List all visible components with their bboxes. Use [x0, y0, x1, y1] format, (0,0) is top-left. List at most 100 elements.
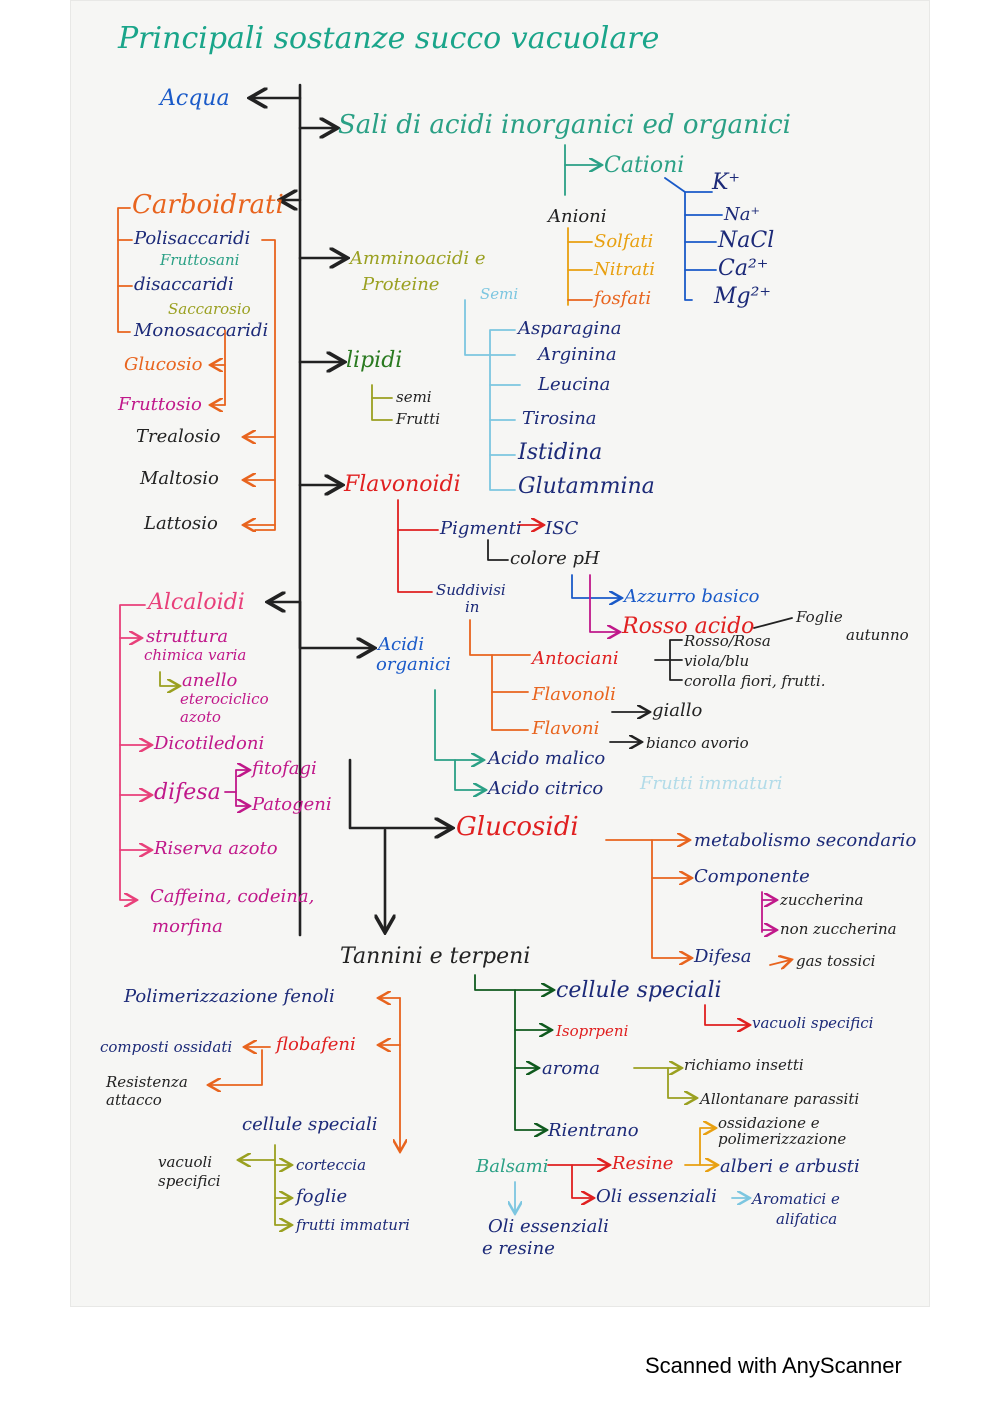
node-fruttosani: Fruttosani	[160, 251, 240, 269]
connector-line	[235, 791, 248, 806]
node-solfati: Solfati	[594, 231, 654, 252]
node-azzurro: Azzurro basico	[624, 586, 760, 607]
node-e-resine: e resine	[482, 1238, 555, 1259]
node-riserva: Riserva azoto	[154, 838, 278, 859]
connector-line	[684, 1128, 714, 1166]
connector-line	[397, 499, 433, 593]
node-gas: gas tossici	[796, 952, 876, 970]
node-chimica: chimica varia	[144, 646, 247, 664]
node-sali: Sali di acidi inorganici ed organici	[338, 110, 791, 140]
node-anioni: Anioni	[548, 206, 607, 227]
connector-line	[589, 574, 618, 632]
connector-line	[224, 770, 248, 793]
connector-line	[491, 654, 529, 731]
node-leucina: Leucina	[538, 374, 611, 395]
node-dicotiledoni: Dicotiledoni	[154, 733, 265, 754]
node-aroma: aroma	[542, 1058, 600, 1079]
node-nacl: NaCl	[718, 228, 775, 253]
node-colore-ph: colore pH	[510, 548, 600, 569]
node-in: in	[465, 598, 480, 616]
node-lattosio: Lattosio	[144, 513, 218, 534]
node-isc: ISC	[545, 518, 579, 539]
node-ca: Ca²⁺	[718, 256, 769, 281]
node-alberi: alberi e arbusti	[720, 1156, 860, 1177]
node-proteine: Proteine	[362, 274, 440, 295]
diagram-title: Principali sostanze succo vacuolare	[118, 21, 660, 56]
connector-line	[654, 639, 683, 661]
node-azoto-a: azoto	[180, 708, 221, 726]
node-acqua: Acqua	[160, 86, 230, 111]
node-giallo: giallo	[652, 700, 703, 721]
node-semi-aa: Semi	[480, 285, 519, 303]
node-malico: Acido malico	[488, 748, 606, 769]
node-carboidrati: Carboidrati	[132, 190, 284, 220]
node-polimerizz: polimerizzazione	[718, 1130, 847, 1148]
node-disaccaridi: disaccaridi	[134, 274, 234, 295]
connector-line	[348, 758, 450, 828]
node-glucosio: Glucosio	[124, 354, 203, 375]
node-maltosio: Maltosio	[140, 468, 219, 489]
node-tirosina: Tirosina	[522, 408, 597, 429]
connector-line	[605, 839, 690, 958]
scanner-footer: Scanned with AnyScanner	[645, 1353, 902, 1378]
connector-line	[454, 759, 484, 790]
node-cationi: Cationi	[604, 153, 685, 178]
node-vacuoli-s: vacuoli specifici	[752, 1014, 874, 1032]
node-aromatici: Aromatici e	[752, 1190, 840, 1208]
node-fruttosio: Fruttosio	[118, 394, 202, 415]
node-difesa-a: difesa	[154, 780, 221, 805]
node-anello: anello	[182, 670, 238, 691]
node-semi-l: semi	[396, 388, 432, 406]
node-zuccherina: zuccherina	[780, 891, 864, 909]
node-componente: Componente	[694, 866, 810, 887]
node-resistenza: Resistenza	[106, 1073, 188, 1091]
node-caffeina: Caffeina, codeina,	[150, 886, 315, 907]
node-saccarosio: Saccarosio	[168, 300, 251, 318]
node-amminoacidi: Amminoacidi e	[350, 248, 486, 269]
node-allontanare: Allontanare parassiti	[700, 1090, 860, 1108]
node-morfina: morfina	[152, 916, 223, 937]
node-resine: Resine	[612, 1153, 674, 1174]
node-flavonoli: Flavonoli	[532, 684, 616, 705]
node-istidina: Istidina	[518, 440, 603, 465]
connector-line	[474, 974, 552, 990]
connector-line	[704, 1004, 748, 1025]
connector-line	[547, 1164, 592, 1198]
node-glucosidi: Glucosidi	[456, 812, 579, 842]
node-composti: composti ossidati	[100, 1038, 233, 1056]
connector-line	[117, 207, 131, 333]
node-oli: Oli essenziali	[596, 1186, 717, 1207]
connector-line	[769, 960, 790, 965]
node-polimerizzazione: Polimerizzazione fenoli	[124, 986, 335, 1007]
node-viola-blu: viola/blu	[684, 652, 750, 670]
node-flavoni: Flavoni	[532, 718, 600, 739]
connector-line	[669, 659, 683, 681]
node-non-zucc: non zuccherina	[780, 920, 897, 938]
node-metabolismo: metabolismo secondario	[694, 830, 917, 851]
node-frutti-l: Frutti	[396, 410, 441, 428]
node-isoprpeni: Isoprpeni	[556, 1022, 629, 1040]
connector-line	[274, 1144, 290, 1225]
connector-line	[514, 989, 545, 1130]
connector-line	[298, 600, 372, 648]
node-eterociclico: eterociclico	[180, 690, 269, 708]
node-richiamo: richiamo insetti	[684, 1056, 804, 1074]
node-foglie-autunno: Foglie	[796, 608, 843, 626]
node-trealosio: Trealosio	[136, 426, 221, 447]
connector-line	[469, 619, 531, 656]
node-k: K⁺	[712, 170, 741, 195]
node-glutammina: Glutammina	[518, 474, 655, 499]
node-monosaccaridi: Monosaccaridi	[134, 320, 269, 341]
node-cellule-t: cellule speciali	[242, 1114, 378, 1135]
connector-line	[464, 299, 516, 356]
connector-line	[210, 1049, 263, 1085]
node-suddivisi: Suddivisi	[436, 581, 506, 599]
connector-line	[371, 384, 393, 421]
node-organici: organici	[376, 654, 451, 675]
node-corteccia: corteccia	[296, 1156, 367, 1174]
node-frutti-immaturi-faint: Frutti immaturi	[640, 773, 783, 794]
node-patogeni: Patogeni	[252, 794, 332, 815]
node-pigmenti: Pigmenti	[440, 518, 522, 539]
node-flobafeni: flobafeni	[276, 1034, 356, 1055]
